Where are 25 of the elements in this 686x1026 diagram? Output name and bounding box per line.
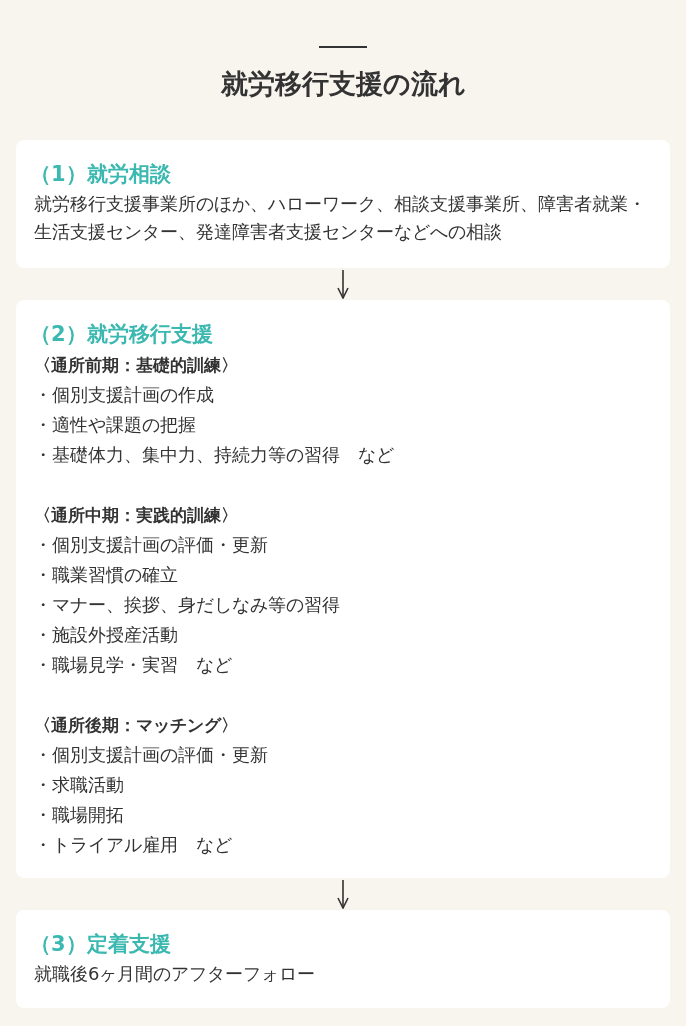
step-card [16, 300, 670, 878]
phase-heading: 〈通所前期：基礎的訓練〉 [34, 354, 239, 377]
diagram-title: 就労移行支援の流れ [219, 67, 467, 101]
list-item: ・マナー、挨拶、身だしなみ等の習得 [34, 593, 341, 617]
list-item: ・施設外授産活動 [34, 623, 179, 647]
step-heading: （1）就労相談 [30, 161, 172, 188]
list-item: ・基礎体力、集中力、持続力等の習得 など [34, 443, 395, 467]
step-description: 就職後6ヶ月間のアフターフォロー [34, 962, 317, 986]
phase-heading: 〈通所後期：マッチング〉 [34, 714, 239, 737]
arrow [337, 879, 349, 909]
step-heading: （2）就労移行支援 [30, 321, 214, 348]
list-item: ・トライアル雇用 など [34, 833, 233, 857]
list-item: ・求職活動 [34, 773, 125, 797]
arrow [337, 269, 349, 299]
list-item: ・職場見学・実習 など [34, 653, 233, 677]
step-heading: （3）定着支援 [30, 931, 172, 958]
step-description: 就労移行支援事業所のほか、ハローワーク、相談支援事業所、障害者就業・生活支援センター、発達障害者支援センターなどへの相談 [34, 192, 647, 244]
phase-heading: 〈通所中期：実践的訓練〉 [34, 504, 239, 527]
list-item: ・個別支援計画の評価・更新 [34, 743, 269, 767]
list-item: ・適性や課題の把握 [34, 413, 197, 437]
list-item: ・職業習慣の確立 [34, 563, 179, 587]
list-item: ・個別支援計画の作成 [34, 383, 215, 407]
list-item: ・個別支援計画の評価・更新 [34, 533, 269, 557]
list-item: ・職場開拓 [34, 803, 125, 827]
step-card [16, 910, 670, 1008]
